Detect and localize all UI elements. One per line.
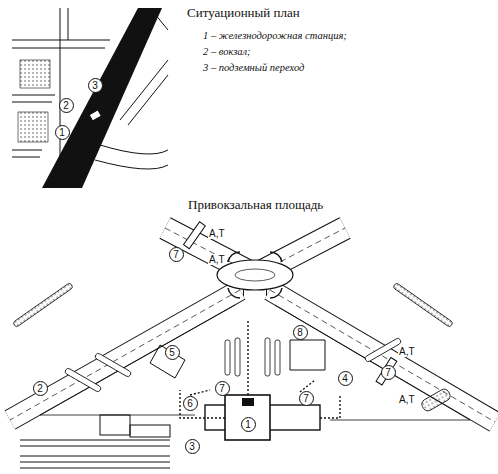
callout-number: 7 xyxy=(299,391,314,406)
callout-number: 8 xyxy=(293,325,308,340)
stop-label: А,Т xyxy=(398,346,416,357)
callout-number: 1 xyxy=(241,417,256,432)
heading: Привокзальная площадь xyxy=(188,198,323,212)
legend-line: 1 – железнодорожная станция; xyxy=(203,30,347,42)
callout-number: 2 xyxy=(33,381,48,396)
callout-number: 3 xyxy=(185,439,200,454)
callout-number: 5 xyxy=(165,345,180,360)
stop-label: А,Т xyxy=(208,228,226,239)
callout-number: 3 xyxy=(88,78,103,93)
callout-number: 2 xyxy=(59,98,74,113)
callout-number: 7 xyxy=(169,247,184,262)
callout-number: 6 xyxy=(183,396,198,411)
legend-line: 2 – вокзал; xyxy=(203,46,251,58)
callout-number: 7 xyxy=(381,365,396,380)
callout-number: 4 xyxy=(338,371,353,386)
legend-line: 3 – подземный переход xyxy=(203,62,304,74)
heading: Ситуационный план xyxy=(187,6,300,20)
callout-number: 1 xyxy=(55,125,70,140)
callout-number: 7 xyxy=(215,381,230,396)
stop-label: А,Т xyxy=(208,254,226,265)
stop-label: А,Т xyxy=(398,394,416,405)
